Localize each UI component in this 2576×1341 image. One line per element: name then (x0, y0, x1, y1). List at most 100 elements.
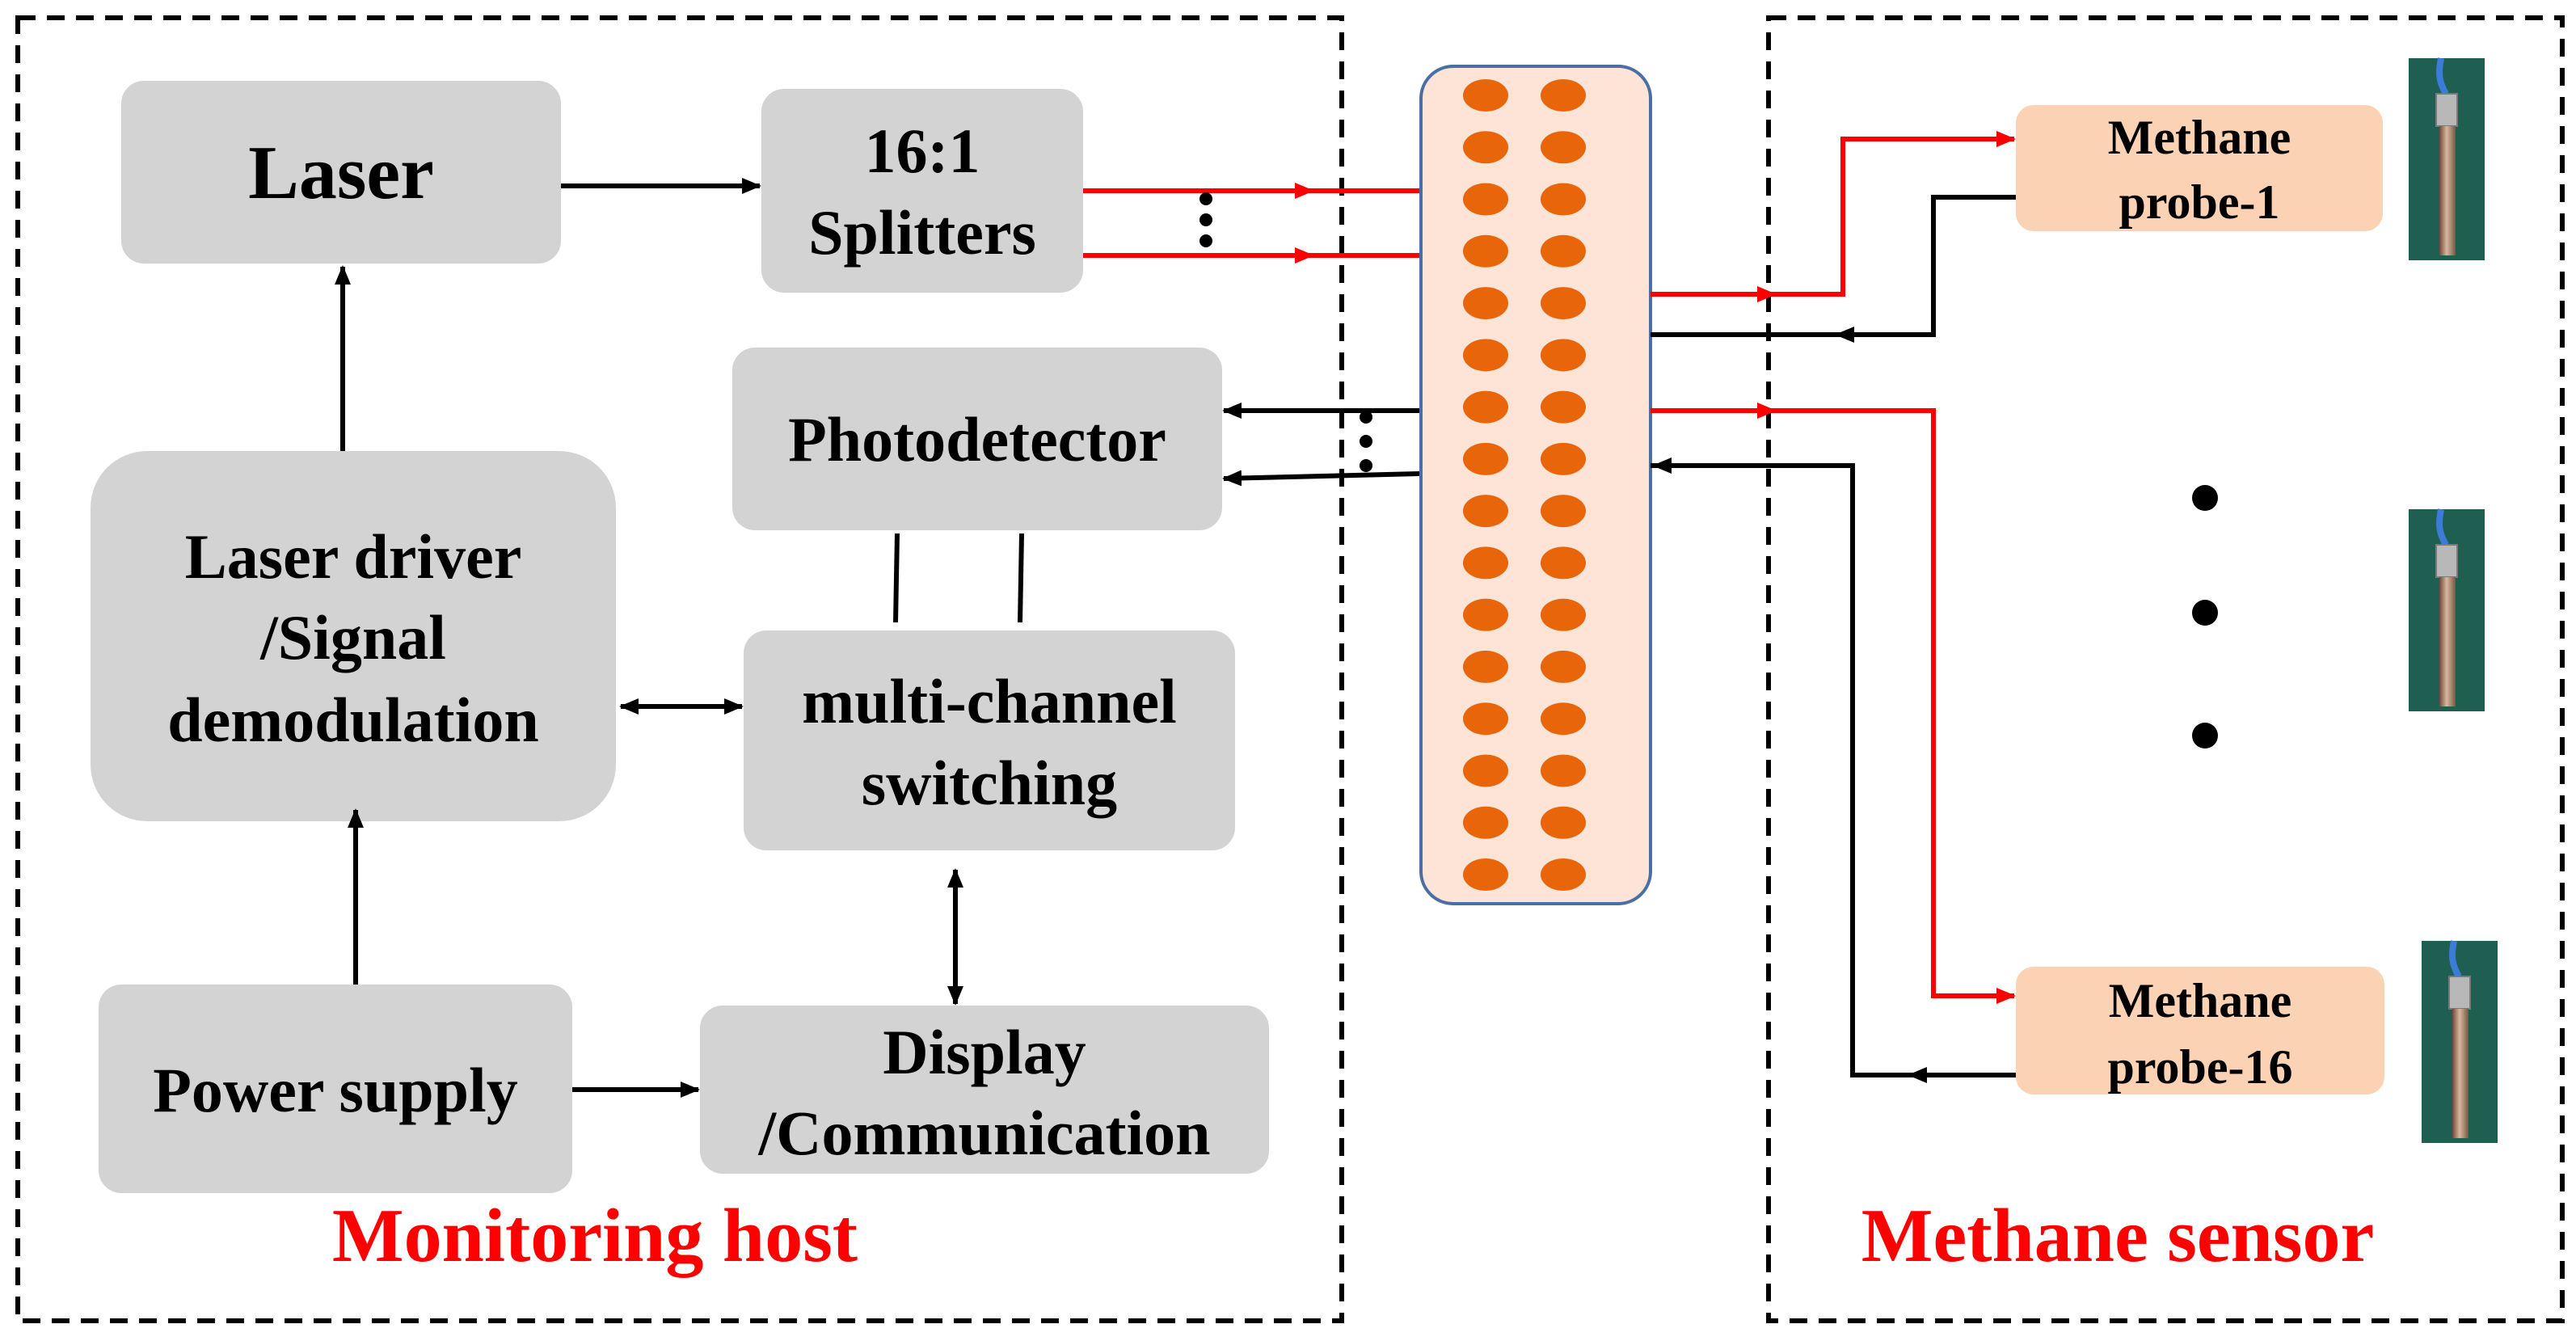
connector-hole (1463, 495, 1508, 528)
driver-label-1: Laser driver (185, 521, 522, 592)
splitters-block: 16:1 Splitters (761, 89, 1083, 293)
connector-hole (1541, 650, 1586, 683)
probe-box (2016, 105, 2383, 231)
driver-label-3: demodulation (167, 685, 538, 755)
return-fiber-bottom (1222, 470, 1420, 487)
ellipsis-dot (2192, 600, 2218, 626)
connector-holes (1463, 79, 1586, 891)
probe1-label-2: probe-1 (2119, 175, 2280, 229)
probe-photo (2409, 57, 2485, 260)
probe-cap (2448, 976, 2471, 1010)
methane-probe-16-block: Methane probe-16 (2016, 967, 2384, 1094)
connector-hole (1541, 495, 1586, 528)
power-supply-block: Power supply (99, 985, 572, 1193)
ellipsis-dot (1360, 459, 1372, 472)
connector-hole (1463, 650, 1508, 683)
connector-hole (1541, 79, 1586, 112)
connector-hole (1463, 442, 1508, 475)
laser-driver-block: Laser driver /Signal demodulation (91, 451, 616, 821)
photodetector-switching-line-2 (1018, 533, 1024, 623)
connector-hole (1463, 702, 1508, 736)
fiber-from-probe1-in (1651, 195, 2021, 337)
probe-cable (2436, 57, 2449, 95)
probe16-label-2: probe-16 (2108, 1040, 2293, 1094)
connector-hole (1463, 79, 1508, 112)
power-supply-label: Power supply (153, 1055, 517, 1125)
probe-cap (2435, 544, 2458, 578)
connector-hole (1463, 390, 1508, 424)
laser-label: Laser (248, 131, 434, 215)
monitoring-host-frame (15, 15, 1344, 1323)
connector-hole (1541, 546, 1586, 580)
block-box (99, 985, 572, 1193)
fiber-to-probe16-out (1651, 408, 2016, 1004)
probe-photo (2409, 508, 2485, 711)
connector-hole (1541, 598, 1586, 631)
probe16-label-1: Methane (2109, 974, 2292, 1027)
switching-block: multi-channel switching (744, 630, 1235, 850)
probe-cap (2435, 93, 2458, 127)
display-label-2: /Communication (757, 1098, 1210, 1168)
driver-label-2: /Signal (259, 602, 446, 673)
connector-hole (1541, 287, 1586, 320)
display-block: Display /Communication (700, 1006, 1269, 1174)
splitters-label-2: Splitters (808, 197, 1036, 268)
probe-photo (2422, 940, 2498, 1143)
probe-tube (2439, 126, 2456, 255)
switching-label-2: switching (862, 748, 1117, 818)
monitoring-host-label: Monitoring host (332, 1194, 858, 1278)
block-box (761, 89, 1083, 293)
ellipsis-dot (1199, 192, 1212, 205)
connector-hole (1541, 183, 1586, 216)
ellipsis-dot (1360, 435, 1372, 448)
ellipsis-dot (1360, 411, 1372, 424)
ellipsis-dot (1199, 234, 1212, 247)
probe-box (2016, 967, 2384, 1094)
connector-hole (1541, 339, 1586, 372)
probe-cable (2449, 940, 2462, 978)
connector-hole (1463, 183, 1508, 216)
block-box (121, 81, 561, 264)
connector-hole (1541, 858, 1586, 891)
connector-body (1419, 65, 1652, 905)
connector-hole (1463, 339, 1508, 372)
probe-tube (2439, 577, 2456, 706)
methane-probe-1-block: Methane probe-1 (2016, 105, 2383, 231)
display-label-1: Display (883, 1017, 1086, 1087)
methane-sensor-label: Methane sensor (1861, 1194, 2374, 1278)
connector-hole (1463, 806, 1508, 839)
block-box (732, 348, 1222, 530)
connector-hole (1463, 234, 1508, 268)
ellipsis-dot (2192, 723, 2218, 749)
laser-block: Laser (121, 81, 561, 264)
block-box (744, 630, 1235, 850)
connector-hole (1541, 702, 1586, 736)
connector-hole (1463, 546, 1508, 580)
connector-hole (1463, 598, 1508, 631)
ellipsis-dot (1199, 213, 1212, 226)
connector-hole (1541, 806, 1586, 839)
connector-hole (1463, 287, 1508, 320)
photodetector-switching-line-1 (893, 533, 900, 623)
connector-hole (1463, 754, 1508, 787)
connector-hole (1541, 131, 1586, 164)
photodetector-block: Photodetector (732, 348, 1222, 530)
probe-cable (2436, 508, 2449, 546)
connector-hole (1463, 858, 1508, 891)
connector-hole (1541, 390, 1586, 424)
ellipsis-dot (2192, 485, 2218, 511)
splitters-label-1: 16:1 (865, 116, 980, 186)
fiber-to-probe1-out (1651, 131, 2016, 297)
probe1-label-1: Methane (2108, 111, 2291, 164)
connector-hole (1463, 131, 1508, 164)
connector-hole (1541, 754, 1586, 787)
block-box (700, 1006, 1269, 1174)
connector-hole (1541, 234, 1586, 268)
probe-tube (2452, 1009, 2468, 1138)
fiber-from-probe16-in (1651, 463, 2021, 1077)
connector-hole (1541, 442, 1586, 475)
block-box (91, 451, 616, 821)
fiber-connector-panel (1419, 65, 1652, 905)
photodetector-label: Photodetector (788, 404, 1166, 474)
